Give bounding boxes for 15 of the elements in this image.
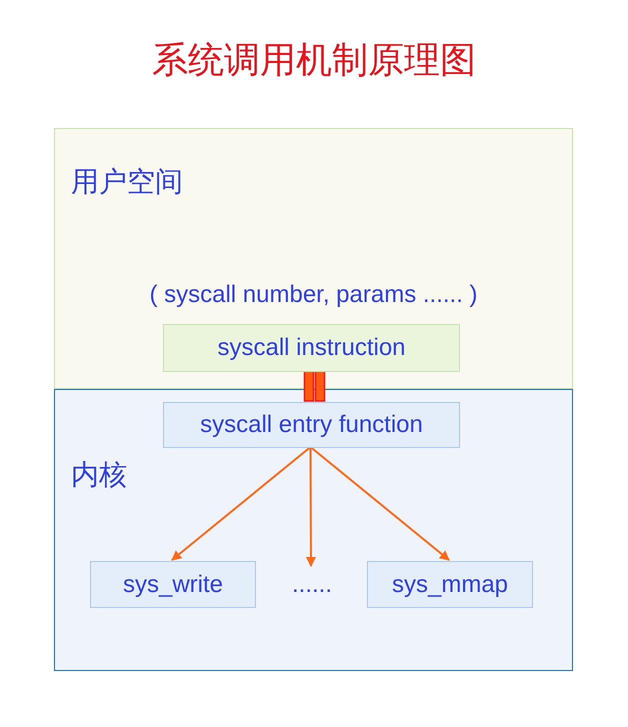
- instruction-box: syscall instruction: [163, 324, 460, 372]
- region-heading: 用户空间: [71, 165, 183, 199]
- arrow: [171, 446, 312, 561]
- ellipsis-text: ......: [282, 567, 342, 603]
- function-box: syscall entry function: [163, 402, 460, 448]
- kernel-region: [54, 389, 573, 671]
- user-space-region: [54, 128, 573, 389]
- function-box: sys_mmap: [367, 561, 533, 608]
- arrow: [310, 446, 450, 561]
- params-note: ( syscall number, params ...... ): [148, 281, 479, 309]
- function-box: sys_write: [90, 561, 256, 608]
- diagram-title: 系统调用机制原理图: [151, 39, 477, 83]
- arrow: [306, 447, 316, 567]
- double-bar-connector: [304, 370, 326, 402]
- region-heading: 内核: [71, 458, 127, 492]
